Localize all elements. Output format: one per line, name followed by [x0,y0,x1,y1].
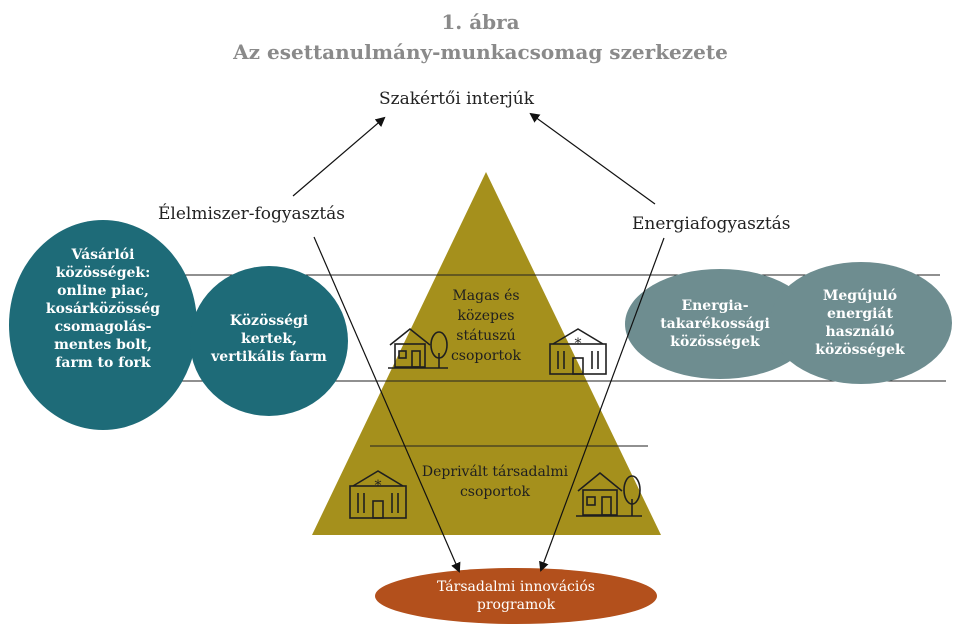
text-line: mentes bolt, [54,337,152,353]
house-tree-icon [388,327,448,369]
social-programs-text: Társadalmi innovációs programok [386,578,646,614]
text-line: közepes [457,308,515,324]
deprived-text: Deprivált társadalmi csoportok [400,462,590,502]
community-gardens-circle [190,266,348,416]
svg-text:*: * [575,336,582,352]
buyer-communities-text: Vásárlói közösségek: online piac, kosárk… [19,246,187,372]
text-line: státuszú [456,328,516,344]
svg-text:*: * [375,478,382,494]
text-line: használó [825,324,895,340]
text-line: közösségek [670,334,760,350]
arrow-food-to-interviews [292,116,386,197]
figure-number: 1. ábra [441,10,520,34]
energy-saving-text: Energia- takarékossági közösségek [640,297,790,351]
text-line: csoportok [450,348,522,364]
text-line: kosárközösség [45,301,161,317]
social-programs-ellipse [375,568,657,624]
energy-consumption-label: Energiafogyasztás [632,214,791,234]
text-line: Vásárlói [71,247,135,263]
buyer-communities-circle [9,220,197,430]
text-line: vertikális farm [211,349,327,365]
text-line: takarékossági [660,316,770,332]
food-consumption-label: Élelmiszer-fogyasztás [158,204,346,224]
text-line: Társadalmi innovációs [437,579,595,595]
arrow-energy-to-interviews [529,112,656,205]
text-line: közösségek [815,342,905,358]
text-line: Magas és [452,288,520,304]
text-line: Energia- [681,298,749,314]
text-line: energiát [826,306,893,322]
text-line: csoportok [459,484,531,500]
arrow-food-to-programs [313,236,461,573]
renewable-text: Megújuló energiát használó közösségek [790,287,930,359]
text-line: online piac, [57,283,149,299]
text-line: farm to fork [55,355,151,371]
text-line: Deprivált társadalmi [421,464,569,480]
text-line: Megújuló [822,288,898,304]
energy-saving-ellipse [625,269,815,379]
community-gardens-text: Közösségi kertek, vertikális farm [195,312,343,366]
text-line: Közösségi [229,313,309,329]
text-line: csomagolás- [54,319,152,335]
expert-interviews-label: Szakértői interjúk [379,89,535,109]
house-tree-icon [576,471,642,517]
text-line: közösségek: [55,265,151,281]
figure-title: Az esettanulmány-munkacsomag szerkezete [233,40,728,64]
text-line: kertek, [241,331,297,347]
text-line: programok [476,597,556,613]
high-status-text: Magas és közepes státuszú csoportok [426,286,546,366]
building-icon: * [349,470,407,519]
status-pyramid [312,172,661,535]
building-icon: * [549,328,607,375]
arrow-energy-to-programs [539,237,665,572]
renewable-ellipse [770,262,952,384]
